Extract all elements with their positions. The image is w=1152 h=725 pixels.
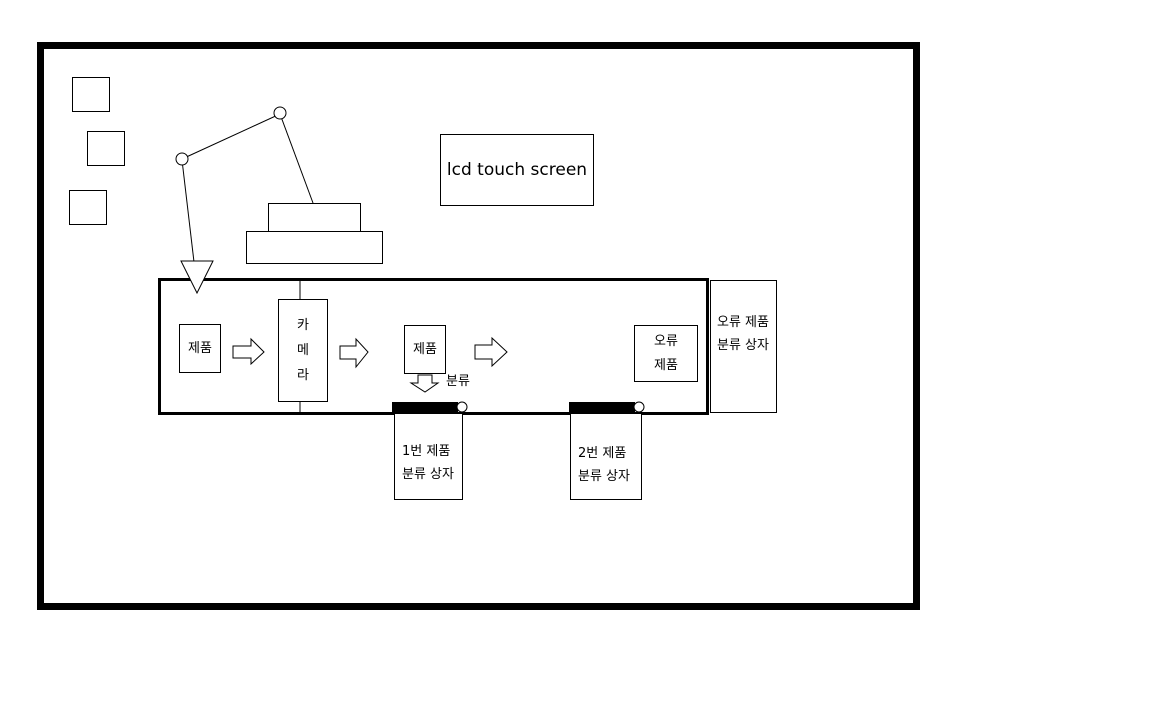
sorter-wheel-2	[633, 401, 645, 413]
arrow-down-icon	[409, 374, 440, 393]
sorter-wheel-1	[456, 401, 468, 413]
product-1-label: 제품	[188, 341, 212, 356]
bin-1-line-2: 분류 상자	[402, 467, 454, 482]
bin-1: 1번 제품 분류 상자	[394, 413, 463, 500]
camera-char-2: 메	[297, 343, 309, 358]
robot-arm-forearm	[181, 159, 195, 263]
error-bin-line-1: 오류 제품	[717, 315, 769, 330]
sort-label: 분류	[446, 374, 470, 389]
outer-frame	[37, 42, 920, 610]
bin-1-line-1: 1번 제품	[402, 444, 451, 459]
robot-gripper-icon	[180, 260, 214, 295]
sorter-rail-2	[569, 402, 635, 413]
robot-joint-1	[273, 106, 287, 120]
camera-char-3: 라	[297, 368, 309, 383]
small-square-3	[69, 190, 107, 225]
camera-box: 카 메 라	[278, 299, 328, 402]
lcd-touch-screen: lcd touch screen	[440, 134, 594, 206]
lcd-label: lcd touch screen	[446, 160, 588, 180]
camera-char-1: 카	[297, 318, 309, 333]
product-box-1: 제품	[179, 324, 221, 373]
arrow-right-icon-2	[339, 337, 369, 369]
arrow-right-icon-3	[474, 336, 508, 368]
bin-2: 2번 제품 분류 상자	[570, 413, 642, 500]
robot-joint-2	[175, 152, 189, 166]
product-box-2: 제품	[404, 325, 446, 374]
error-product-line-1: 오류	[654, 333, 678, 349]
error-bin: 오류 제품 분류 상자	[710, 280, 777, 413]
error-bin-line-2: 분류 상자	[717, 338, 769, 353]
robot-arm-lower	[279, 113, 314, 204]
small-square-1	[72, 77, 110, 112]
product-2-label: 제품	[413, 342, 437, 357]
bin-2-line-2: 분류 상자	[578, 469, 630, 484]
sorter-rail-1	[392, 402, 458, 413]
small-square-2	[87, 131, 125, 166]
robot-arm-upper	[181, 113, 281, 160]
bin-2-line-1: 2번 제품	[578, 446, 627, 461]
error-product-box: 오류 제품	[634, 325, 698, 382]
robot-base-bottom	[246, 231, 383, 264]
arrow-right-icon-1	[232, 337, 265, 366]
error-product-line-2: 제품	[654, 357, 678, 373]
